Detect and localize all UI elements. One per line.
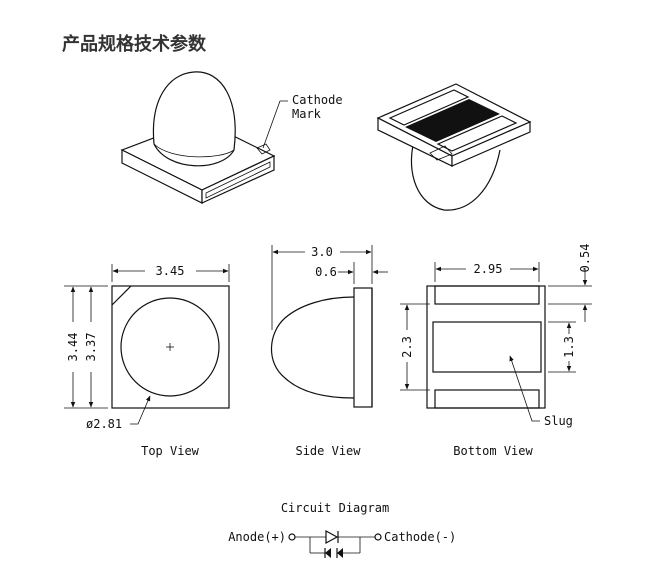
cathode-label: Cathode(-) <box>384 530 456 544</box>
dim-height-344: 3.44 <box>66 333 80 362</box>
page-title: 产品规格技术参数 <box>62 34 206 55</box>
bottom-view-caption: Bottom View <box>453 444 533 458</box>
dim-width-345: 3.45 <box>156 264 185 278</box>
cathode-mark-label-line1: Cathode <box>292 93 343 107</box>
dim-diameter-281: ø2.81 <box>86 417 122 431</box>
dim-pad-gap-23: 2.3 <box>400 336 414 358</box>
anode-label: Anode(+) <box>228 530 286 544</box>
cathode-mark-leader <box>262 100 288 149</box>
dim-pad-width-295: 2.95 <box>474 262 503 276</box>
dim-slug-13: 1.3 <box>562 336 576 358</box>
dim-base-06: 0.6 <box>315 265 337 279</box>
bottom-view <box>400 262 592 422</box>
circuit-diagram <box>288 529 382 558</box>
dim-length-30: 3.0 <box>311 245 333 259</box>
side-view <box>270 245 388 408</box>
dim-height-337: 3.37 <box>84 333 98 362</box>
top-view-caption: Top View <box>141 444 200 458</box>
top-view <box>64 264 230 425</box>
slug-label: Slug <box>544 414 573 428</box>
side-view-caption: Side View <box>295 444 361 458</box>
dim-pad-height-054: 0.54 <box>578 244 592 273</box>
circuit-diagram-title: Circuit Diagram <box>281 501 389 515</box>
iso-view-dome <box>120 71 276 204</box>
cathode-mark-label-line2: Mark <box>292 107 322 121</box>
iso-view-bottom <box>376 83 532 211</box>
